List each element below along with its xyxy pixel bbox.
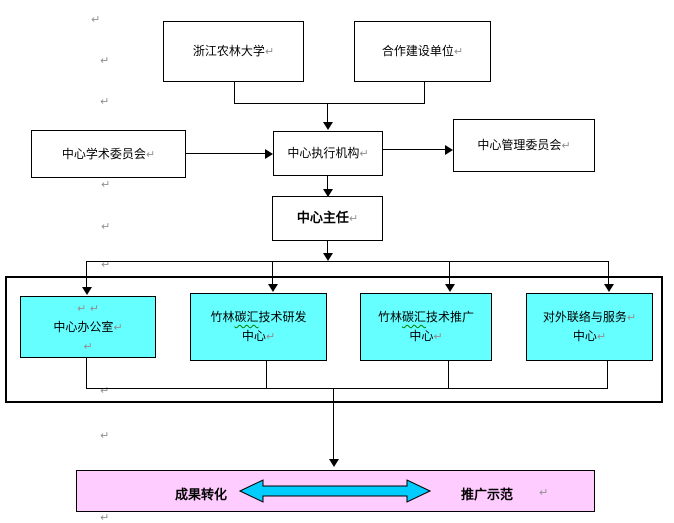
connector-line (327, 241, 328, 254)
connector-line (333, 388, 334, 460)
paragraph-mark: ↵ (100, 54, 110, 67)
node-center-office: ↵ ↵ 中心办公室↵ ↵ (20, 296, 156, 358)
node-academic-committee: 中心学术委员会↵ (31, 130, 186, 178)
node-label: 中心↵ (241, 329, 276, 343)
spellcheck-underline: 碳汇 (401, 310, 426, 324)
connector-line (327, 176, 328, 190)
arrowhead-down (323, 189, 333, 197)
node-university: 浙江农林大学↵ (163, 21, 304, 82)
paragraph-mark: ↵ (101, 178, 111, 191)
paragraph-mark: ↵ (101, 258, 111, 271)
node-executive-body: 中心执行机构↵ (273, 131, 383, 176)
node-label: 合作建设单位↵ (381, 44, 464, 58)
connector-line (186, 153, 266, 154)
node-label: 中心执行机构↵ (287, 146, 369, 160)
node-partner-unit: 合作建设单位↵ (354, 21, 491, 82)
connector-line (266, 361, 267, 389)
node-label: 中心办公室↵ (53, 319, 123, 334)
connector-line (86, 261, 608, 262)
paragraph-mark: ↵ (264, 45, 275, 58)
arrowhead-right (265, 149, 273, 159)
paragraph-mark: ↵ (561, 139, 571, 152)
arrowhead-down (445, 284, 455, 292)
connector-line (383, 149, 445, 150)
arrowhead-down (604, 284, 614, 292)
connector-line (86, 358, 87, 389)
paragraph-mark-line: ↵ ↵ (77, 301, 99, 315)
outcome-right-label: 推广示范 (460, 488, 513, 503)
connector-line (327, 103, 328, 122)
paragraph-mark: ↵ (359, 147, 369, 160)
outcome-banner: 成果转化 推广示范 ↵ (76, 470, 595, 512)
connector-line (86, 261, 87, 287)
paragraph-mark: ↵ (348, 212, 359, 225)
paragraph-mark: ↵ (100, 384, 110, 397)
arrowhead-right (445, 145, 453, 155)
connector-line (448, 361, 449, 389)
paragraph-mark: ↵ (433, 330, 443, 343)
paragraph-mark: ↵ (596, 330, 607, 343)
connector-line (272, 261, 273, 285)
arrowhead-down (323, 122, 333, 130)
paragraph-mark: ↵ (100, 95, 110, 108)
paragraph-mark: ↵ (100, 511, 110, 523)
paragraph-mark-line: ↵ (83, 339, 93, 353)
node-label: 中心主任↵ (296, 211, 359, 226)
node-liaison-center: 对外联络与服务↵ 中心↵ (526, 293, 653, 361)
node-label: 竹林碳汇技术研发 (210, 310, 307, 324)
paragraph-mark: ↵ (626, 311, 637, 324)
paragraph-mark: ↵ (265, 330, 276, 343)
node-management-committee: 中心管理委员会↵ (453, 119, 595, 172)
node-label: 中心↵ (409, 329, 443, 343)
node-rd-center: 竹林碳汇技术研发 中心↵ (190, 293, 327, 361)
connector-line (234, 103, 425, 104)
node-label: 浙江农林大学↵ (192, 44, 275, 58)
paragraph-mark: ↵ (539, 486, 549, 499)
connector-line (608, 261, 609, 285)
connector-line (86, 388, 608, 389)
departments-container (5, 276, 663, 403)
node-label: 中心学术委员会↵ (61, 146, 156, 161)
spellcheck-underline: 碳汇 (234, 310, 259, 324)
connector-line (234, 82, 235, 104)
outcome-left-label: 成果转化 (174, 488, 227, 503)
connector-line (424, 82, 425, 104)
connector-line (607, 361, 608, 389)
paragraph-mark: ↵ (453, 45, 464, 58)
paragraph-mark: ↵ (145, 147, 156, 161)
paragraph-mark: ↵ (101, 220, 111, 233)
connector-line (449, 261, 450, 285)
arrowhead-down (82, 287, 92, 295)
paragraph-mark: ↵ (100, 429, 110, 442)
paragraph-mark: ↵ (91, 13, 101, 26)
node-label: 对外联络与服务↵ (542, 310, 637, 324)
arrowhead-down (329, 459, 339, 467)
node-label: 中心管理委员会↵ (477, 138, 571, 152)
node-label: 中心↵ (572, 329, 607, 343)
arrowhead-down (268, 284, 278, 292)
node-director: 中心主任↵ (272, 196, 383, 241)
node-label: 竹林碳汇技术推广 (377, 310, 475, 324)
paragraph-mark: ↵ (113, 320, 123, 334)
double-arrow-icon (239, 479, 431, 503)
node-promotion-center: 竹林碳汇技术推广 中心↵ (360, 293, 492, 361)
arrowhead-down (323, 253, 333, 261)
